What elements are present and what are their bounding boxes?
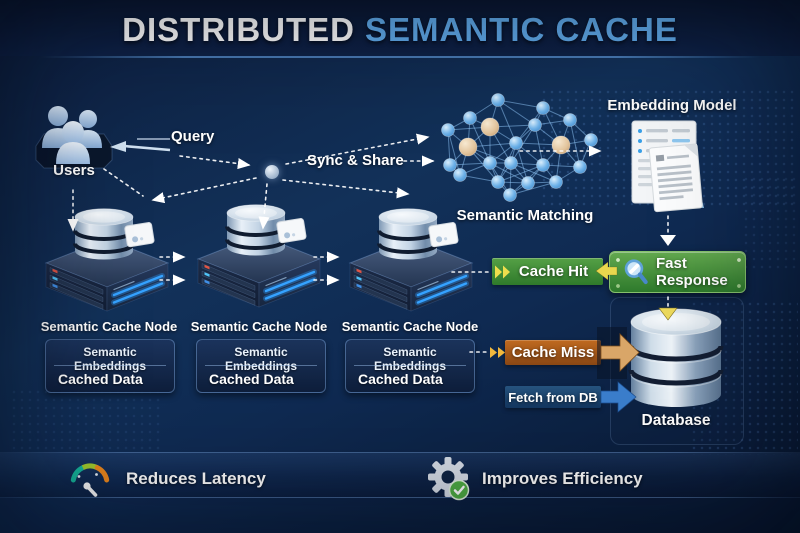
cache-node-3: [348, 207, 474, 311]
cache-node-2-title: Semantic Cache Node: [190, 319, 328, 334]
fetch-from-db-label: Fetch from DB: [508, 389, 598, 405]
line-users-branch: [103, 168, 144, 197]
cached-data-row: Cached Data: [358, 371, 443, 387]
cache-miss-label: Cache Miss: [511, 344, 595, 361]
panel-divider: [354, 365, 466, 366]
arrow-query-to-hub: [179, 155, 251, 170]
cache-hit-label: Cache Hit: [518, 263, 589, 280]
arrow-hub-to-left: [151, 177, 257, 204]
embedding-model-label: Embedding Model: [607, 97, 737, 114]
cache-node-1-panel: Semantic Embeddings Cached Data: [45, 339, 175, 393]
panel-divider: [205, 365, 317, 366]
check-icon: [448, 479, 470, 501]
title-semantic-cache: SEMANTIC CACHE: [365, 11, 678, 48]
chevron-miss-2: [498, 347, 505, 358]
cache-node-1-title: Semantic Cache Node: [40, 319, 178, 334]
documents-icon: [631, 120, 704, 213]
sync-share-label: Sync & Share: [307, 152, 404, 169]
magnifier-icon: [624, 259, 648, 285]
fast-response-box: Fast Response: [609, 251, 746, 293]
embeddings-row: Semantic Embeddings: [73, 345, 146, 373]
chevron-miss-1: [490, 347, 497, 358]
cache-node-3-panel: Semantic Embeddings Cached Data: [345, 339, 475, 393]
cache-node-2: [196, 203, 322, 307]
fast-response-label: Fast Response: [656, 255, 728, 289]
semantic-network-icon: [441, 93, 598, 202]
cache-node-2-panel: Semantic Embeddings Cached Data: [196, 339, 326, 393]
embeddings-row: Semantic Embeddings: [224, 345, 297, 373]
database-icon: [628, 308, 724, 407]
gauge-icon: [70, 463, 110, 497]
embeddings-row: Semantic Embeddings: [373, 345, 446, 373]
cached-data-row: Cached Data: [58, 371, 143, 387]
footer-divider-top: [0, 452, 800, 453]
title-underline: [40, 56, 760, 58]
footer-band: [0, 453, 800, 497]
title-band: [0, 0, 800, 56]
cache-miss-band: Cache Miss: [505, 340, 601, 365]
footer-divider-bottom: [0, 497, 800, 498]
cache-node-3-title: Semantic Cache Node: [341, 319, 479, 334]
reduces-latency-label: Reduces Latency: [126, 469, 266, 488]
arrowhead-docs-to-fastresponse: [660, 235, 676, 246]
page-title: DISTRIBUTED SEMANTIC CACHE: [0, 11, 800, 49]
cached-data-row: Cached Data: [209, 371, 294, 387]
arrow-hub-to-node3: [282, 179, 410, 199]
dot-texture: [10, 388, 160, 450]
gear-icon: [428, 457, 470, 501]
hub-dot: [265, 165, 279, 179]
title-distributed: DISTRIBUTED: [122, 11, 355, 48]
users-icon: [35, 106, 113, 169]
cache-hit-band: Cache Hit: [492, 258, 603, 285]
users-label: Users: [53, 162, 95, 179]
dot-texture: [742, 175, 800, 270]
panel-divider: [54, 365, 166, 366]
query-label: Query: [171, 128, 215, 145]
fetch-from-db-band: Fetch from DB: [505, 386, 601, 408]
chat-card-icon: [122, 219, 158, 251]
query-arrow-shaft: [123, 144, 171, 152]
improves-efficiency-label: Improves Efficiency: [482, 469, 643, 488]
semantic-matching-label: Semantic Matching: [456, 207, 594, 224]
chat-card-icon: [274, 215, 310, 247]
database-label: Database: [641, 412, 711, 429]
cache-node-1: [44, 207, 170, 311]
